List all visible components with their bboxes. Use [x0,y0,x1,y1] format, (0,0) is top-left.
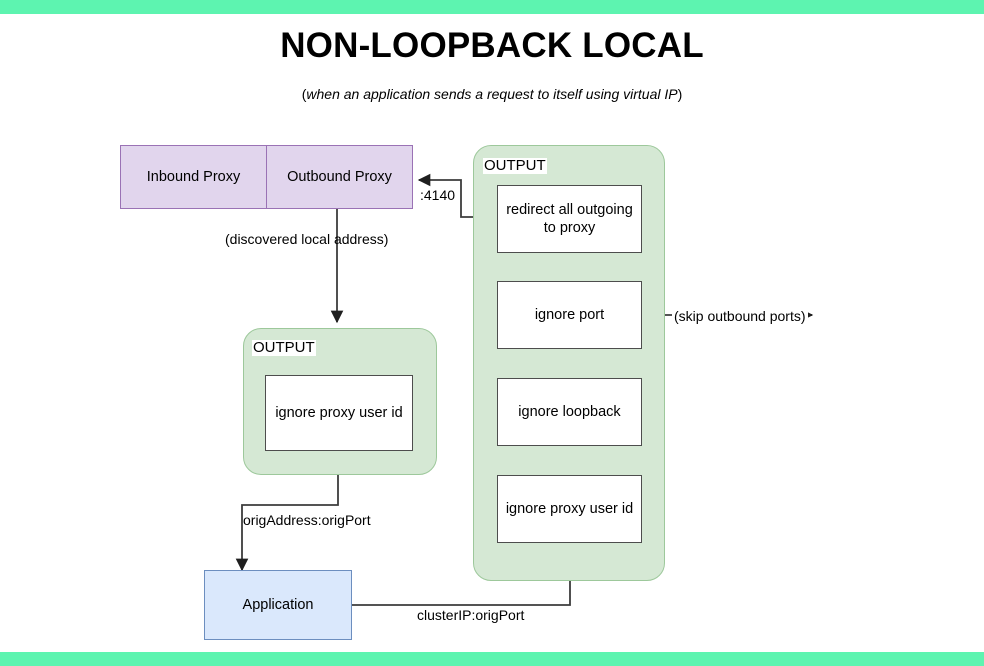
top-accent-band [0,0,984,14]
subtitle-italic-text: when an application sends a request to i… [306,86,678,102]
left-rule-ignore-proxy-user-id-label: ignore proxy user id [275,404,403,421]
edge-label-orig-address-orig-port: origAddress:origPort [243,512,371,528]
right-rule-ignore-port-label: ignore port [534,306,605,323]
edge-label-cluster-ip-orig-port: clusterIP:origPort [417,607,525,623]
right-output-group-label: OUTPUT [483,157,547,174]
right-rule-ignore-proxy-user-id-label: ignore proxy user id [505,500,634,517]
application-label: Application [242,596,314,613]
left-rule-ignore-proxy-user-id[interactable]: ignore proxy user id [265,375,413,451]
right-rule-redirect-all-outgoing-to-proxy[interactable]: redirect all outgoing to proxy [497,185,642,253]
left-output-group-label: OUTPUT [252,339,316,356]
right-rule-ignore-proxy-user-id[interactable]: ignore proxy user id [497,475,642,543]
outbound-proxy-box[interactable]: Outbound Proxy [266,145,413,209]
application-box[interactable]: Application [204,570,352,640]
inbound-proxy-box[interactable]: Inbound Proxy [120,145,267,209]
page-title: NON-LOOPBACK LOCAL [280,26,704,65]
subtitle-close-paren: ) [677,86,683,102]
edge-label-skip-outbound-ports: (skip outbound ports) [672,308,808,324]
right-rule-redirect-line1: redirect all outgoing [506,201,633,218]
right-rule-redirect-line2: to proxy [543,220,596,236]
outbound-proxy-label: Outbound Proxy [287,168,392,185]
inbound-proxy-label: Inbound Proxy [146,168,241,185]
edge-label-discovered-local-address: (discovered local address) [225,231,389,247]
edge-label-port-4140: :4140 [420,187,456,203]
right-rule-ignore-loopback-label: ignore loopback [518,403,621,420]
bottom-accent-band [0,652,984,666]
subtitle-open-paren: ( [301,86,307,102]
right-rule-ignore-port[interactable]: ignore port [497,281,642,349]
page-subtitle: (when an application sends a request to … [0,86,984,102]
right-rule-ignore-loopback[interactable]: ignore loopback [497,378,642,446]
